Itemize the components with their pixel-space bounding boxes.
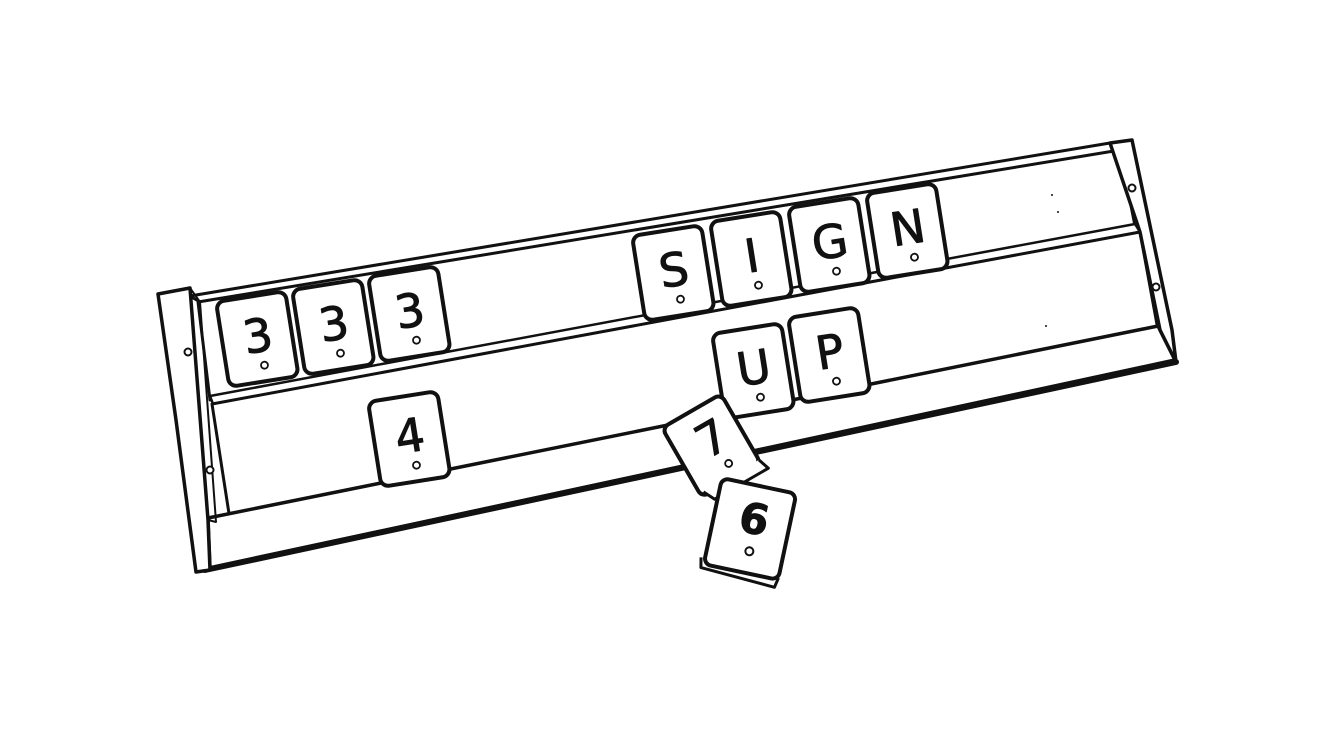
screw-right-upper	[1127, 183, 1137, 193]
sketch-specks	[1045, 194, 1059, 327]
screw-left-lower	[205, 465, 215, 475]
tile-s: S	[631, 224, 716, 322]
tile-n-glyph: N	[887, 199, 929, 258]
tile-6: 6	[699, 477, 798, 589]
tile-u-glyph: U	[733, 339, 775, 398]
rack-right-end-cap	[1108, 138, 1178, 364]
tile-g: G	[787, 196, 872, 294]
rack-left-end-inner	[189, 287, 217, 523]
tile-i: I	[709, 210, 794, 308]
screw-right-lower	[1151, 282, 1161, 292]
tile-3c: 3	[367, 265, 452, 363]
tile-u: U	[711, 322, 796, 420]
tile-4: 4	[367, 390, 452, 488]
tile-3b: 3	[291, 278, 376, 376]
screw-left-upper	[183, 347, 193, 357]
tile-p: P	[787, 306, 872, 404]
tile-3a: 3	[215, 290, 300, 388]
tiles: 3 3 3 S I G N	[215, 182, 950, 589]
tile-n: N	[865, 182, 950, 280]
